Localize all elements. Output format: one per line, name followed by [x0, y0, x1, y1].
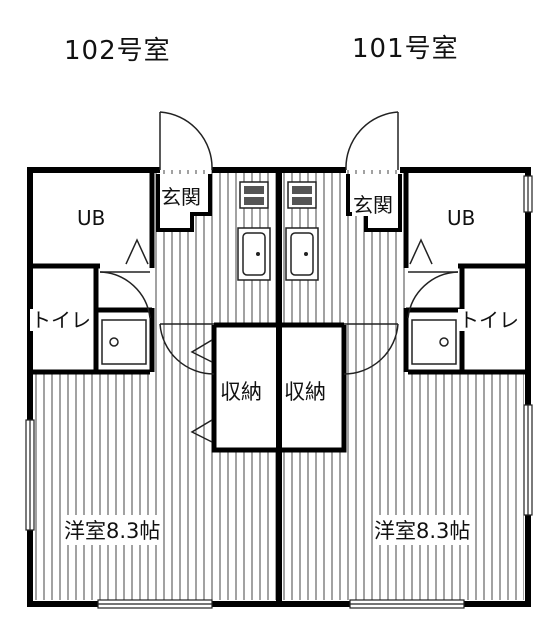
toilet-label-right: トイレ: [458, 308, 520, 332]
storage-label-left: 収納: [220, 376, 262, 406]
toilet-label-left: トイレ: [30, 308, 92, 332]
interior-walls: [30, 170, 528, 453]
toilet-fixture: [101, 319, 457, 365]
entrance-label-left: 玄関: [160, 185, 202, 209]
kitchen-stove: [239, 181, 317, 209]
storage-label-right: 収納: [284, 376, 326, 406]
unit-title-left: 102号室: [64, 36, 171, 66]
kitchen-sink: [237, 227, 319, 281]
entry-doors: [159, 111, 399, 171]
bath-label-right: UB: [446, 206, 477, 230]
western-room-label-right: 洋室8.3帖: [374, 515, 471, 545]
windows: [25, 175, 533, 609]
entrance-label-right: 玄関: [352, 193, 394, 217]
bath-label-left: UB: [76, 206, 107, 230]
interior-doors: [99, 238, 459, 443]
western-room-label-left: 洋室8.3帖: [64, 515, 161, 545]
unit-title-right: 101号室: [352, 34, 459, 64]
